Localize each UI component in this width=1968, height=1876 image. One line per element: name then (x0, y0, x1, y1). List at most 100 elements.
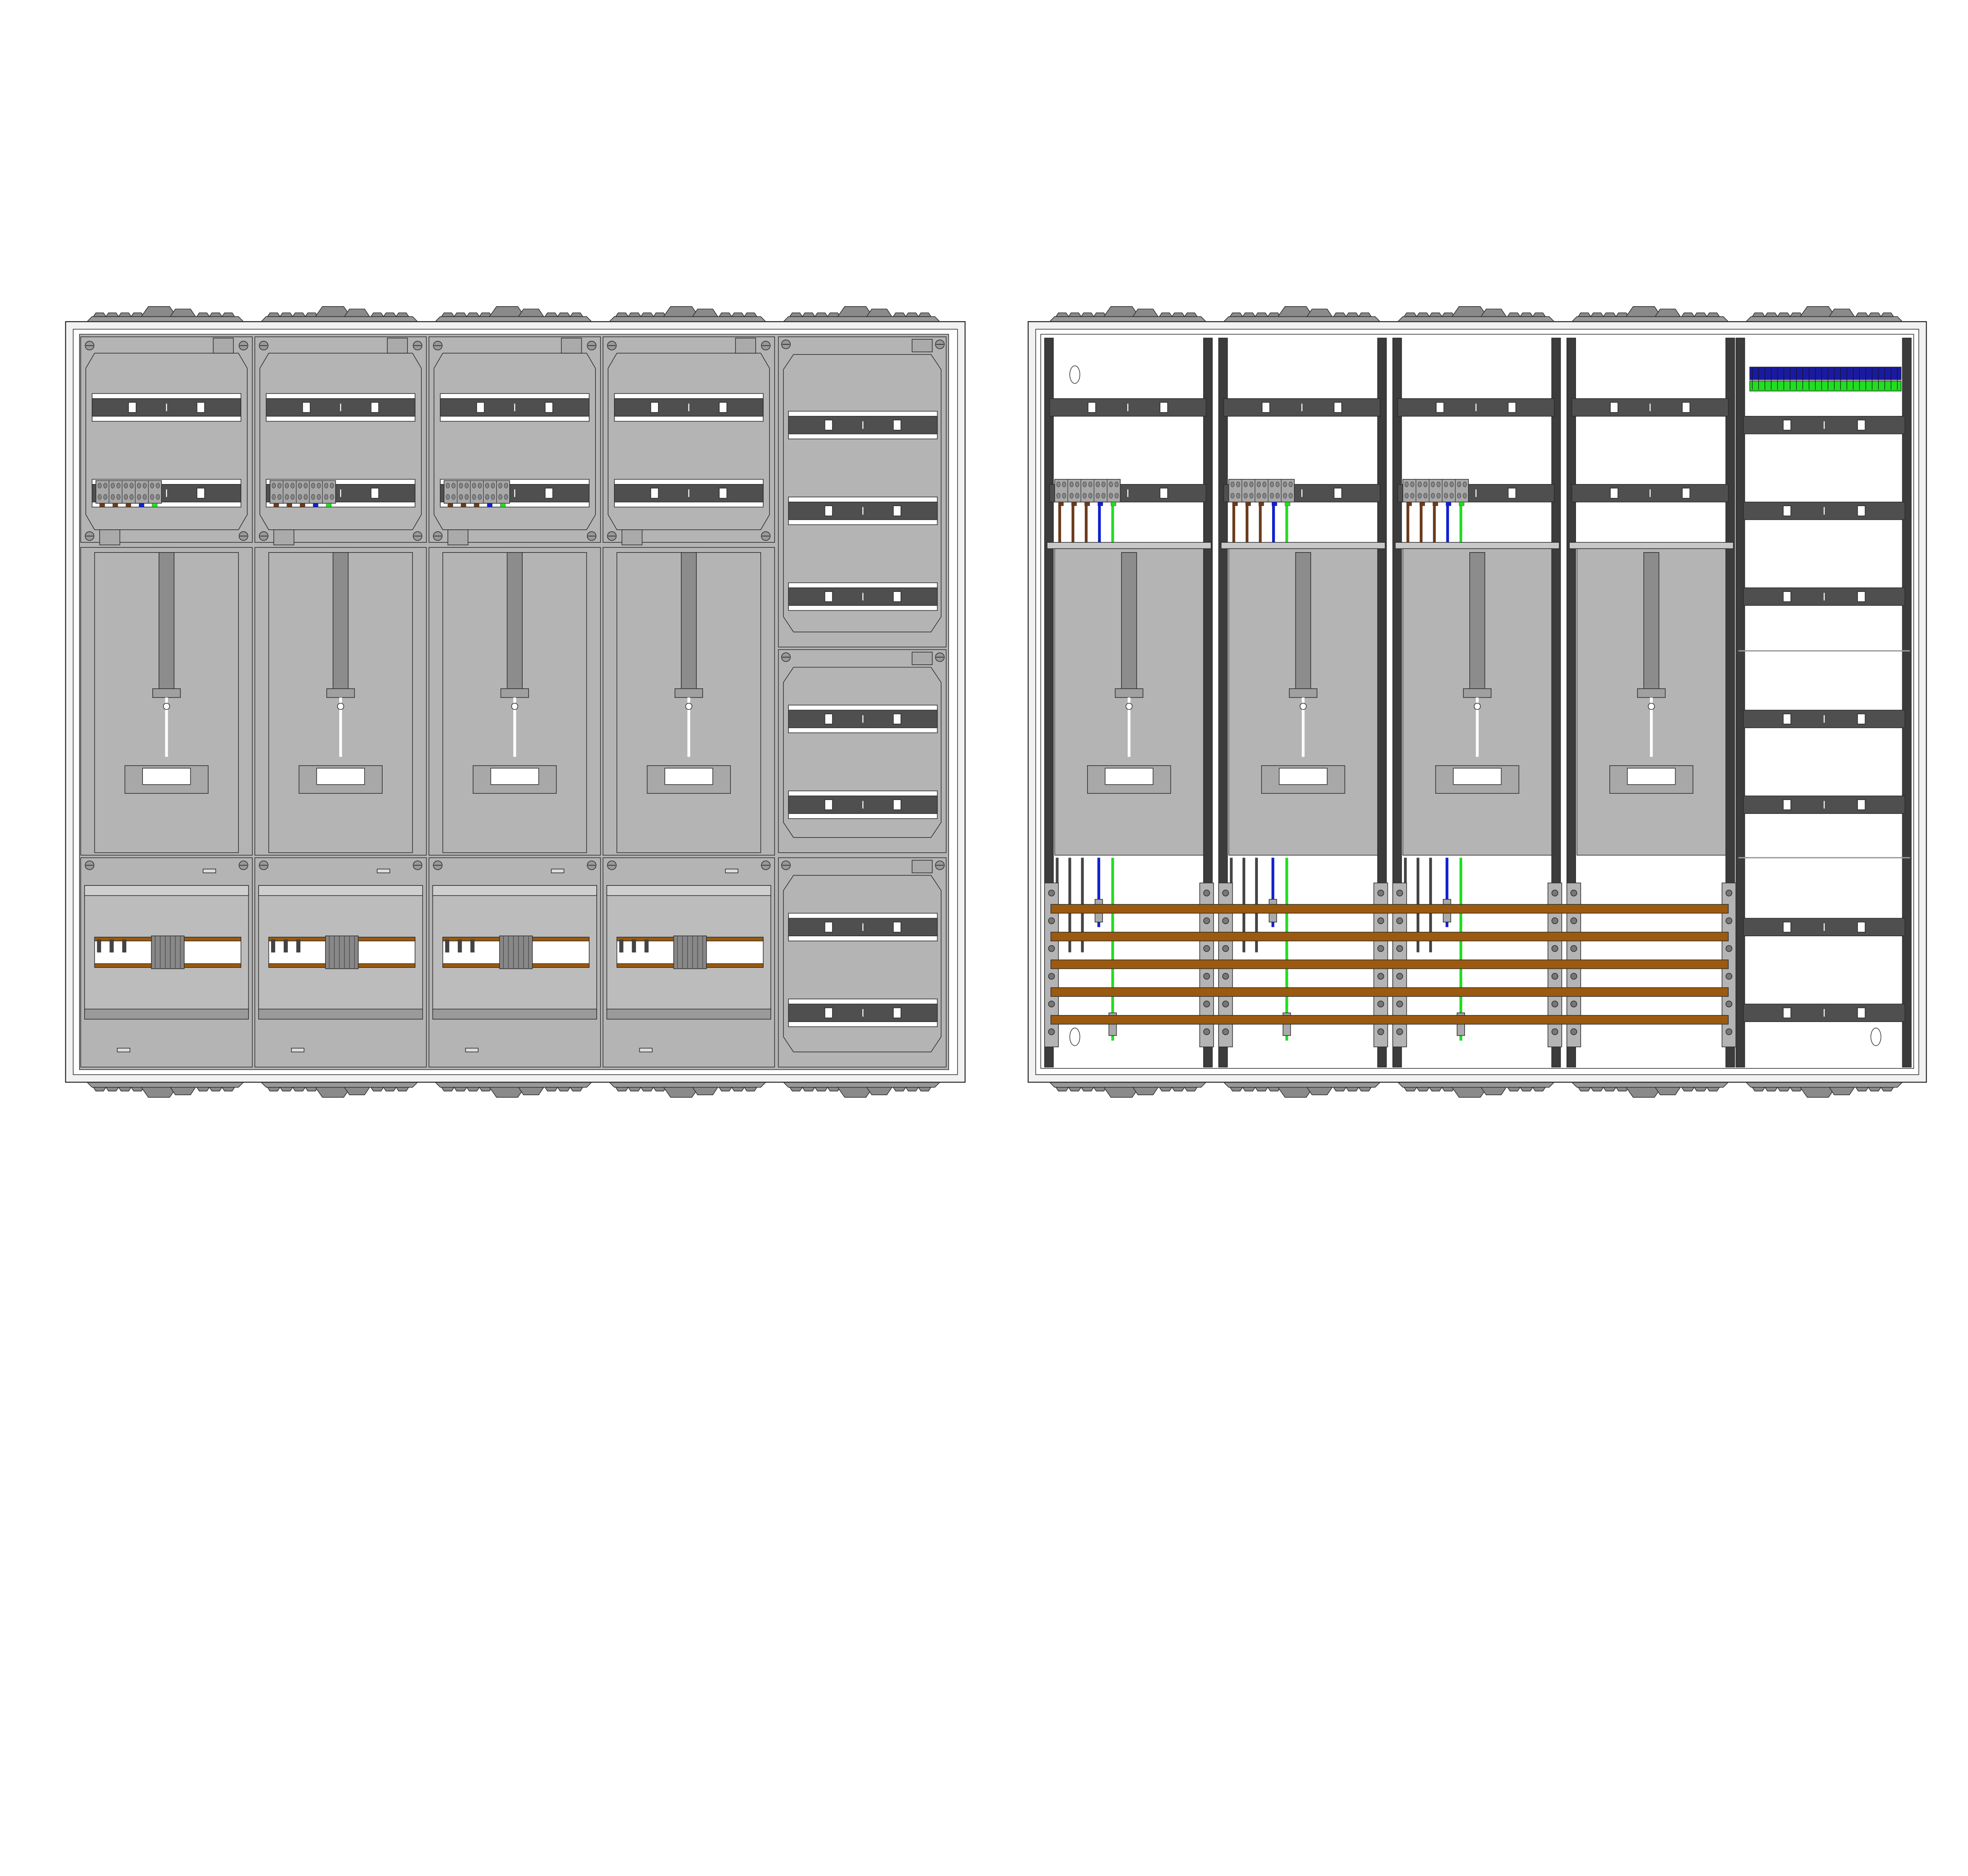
support-screw (1570, 1000, 1577, 1007)
terminal-screw (1236, 481, 1240, 487)
support-screw (1222, 917, 1229, 924)
cable-gland (130, 312, 144, 317)
cable-gland (1880, 312, 1894, 317)
support-screw (1396, 917, 1403, 924)
rail-slot (1783, 799, 1791, 810)
cable-gland-group (260, 1082, 418, 1098)
terminal-screw (1056, 493, 1061, 499)
cover-label-slot (465, 1048, 479, 1052)
support-screw (1377, 973, 1384, 980)
support-screw (1726, 1028, 1733, 1035)
meter-bracket (152, 688, 181, 698)
terminal-screw (111, 494, 115, 500)
cable-gland (1603, 1087, 1617, 1092)
meter-mount (473, 552, 557, 794)
terminal-color-marker (1419, 502, 1425, 506)
cable-gland (801, 312, 816, 317)
cable-gland (1132, 1087, 1159, 1095)
cable-gland (1306, 1087, 1333, 1095)
meter-mount (124, 552, 209, 794)
support-screw (1222, 889, 1229, 896)
support-screw (1726, 889, 1733, 896)
cable-gland (196, 1087, 210, 1092)
busbar (1051, 1015, 1729, 1025)
meter-rod-knob (163, 703, 170, 710)
cover-bottom-strip (258, 1009, 423, 1020)
terminal-screw (446, 483, 450, 488)
support-screw (1048, 945, 1055, 952)
terminal-color-marker (1084, 502, 1090, 506)
cable-gland (1451, 306, 1488, 317)
terminal-screw (103, 494, 107, 500)
support-screw (1203, 917, 1210, 924)
cable-gland (744, 1087, 758, 1092)
cover-hinge (213, 338, 234, 354)
cable-gland (1132, 309, 1159, 317)
cable-gland (905, 312, 919, 317)
meter-panel-top (1047, 542, 1212, 549)
meter-rod-knob (511, 703, 518, 710)
cable-gland (279, 1087, 294, 1092)
cable-gland (292, 1087, 306, 1092)
cable-gland (1229, 312, 1243, 317)
cable-gland (1507, 312, 1521, 317)
din-rail (614, 479, 764, 508)
terminal-screw (1088, 493, 1093, 499)
cable-gland (466, 312, 480, 317)
rail-slot (302, 402, 311, 413)
busbar-pin (619, 939, 623, 953)
cable-gland (744, 312, 758, 317)
cable-gland (1333, 1087, 1347, 1092)
terminal-color-marker (1071, 502, 1077, 506)
meter-base-window (1104, 768, 1154, 785)
rail-slot (1857, 1007, 1866, 1018)
cable-gland (544, 312, 559, 317)
cable-gland (1590, 312, 1604, 317)
cable-gland (92, 312, 107, 317)
cover-hinge (273, 529, 294, 545)
meter-base-window (490, 768, 539, 785)
terminal-screw (459, 494, 463, 500)
terminal-color-marker (326, 503, 331, 507)
terminal-screw (464, 483, 469, 488)
terminal-screw (311, 483, 315, 488)
cable-gland (731, 312, 745, 317)
terminal-screw (298, 483, 302, 488)
terminal-screw (116, 494, 120, 500)
busbar-pin (283, 939, 288, 953)
terminal-screw (1404, 493, 1409, 499)
terminal-screw (1463, 493, 1467, 499)
terminal-color-marker (1285, 502, 1290, 506)
din-rail (788, 582, 938, 611)
terminal-screw (459, 483, 463, 488)
terminal-color-marker (313, 503, 318, 507)
support-screw (1570, 917, 1577, 924)
cable-gland (479, 1087, 493, 1092)
cable-gland-group (609, 306, 767, 322)
cable-gland (279, 312, 294, 317)
rail-slot (824, 799, 833, 810)
cable-gland (1159, 1087, 1173, 1092)
support-screw (1551, 917, 1558, 924)
din-rail-bar (266, 398, 416, 417)
terminal-screw (330, 494, 334, 500)
cable-gland (1578, 312, 1592, 317)
cable-gland (1625, 306, 1662, 317)
busbar-pin (632, 939, 636, 953)
terminal-screw (446, 494, 450, 500)
meter-mount (298, 552, 383, 794)
support-screw (1048, 973, 1055, 980)
meter-field (80, 336, 253, 1068)
cable-gland (837, 306, 874, 317)
terminal-screw (498, 483, 503, 488)
n-terminal-strip (1749, 366, 1901, 380)
cable-gland (1416, 1087, 1430, 1092)
terminal-screw (1270, 481, 1274, 487)
cover-hinge (735, 338, 756, 354)
meter-base-window (142, 768, 191, 785)
meter-panel-top (1395, 542, 1560, 549)
cable-gland (1428, 312, 1443, 317)
cable-gland (1868, 312, 1882, 317)
cable-gland (892, 1087, 906, 1092)
cable-gland-group (782, 306, 941, 322)
